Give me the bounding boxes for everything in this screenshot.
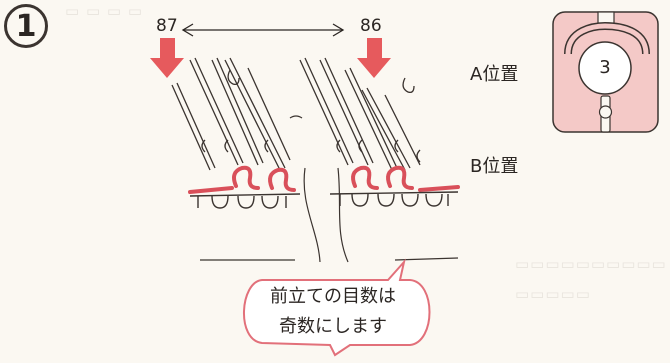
callout-line-2: 奇数にします <box>279 316 387 337</box>
position-a-label: A位置 <box>470 64 519 85</box>
position-b-label: B位置 <box>470 156 519 177</box>
needle-number-right: 86 <box>360 16 382 36</box>
step-number-badge: 1 <box>4 4 48 48</box>
yarn-loops <box>188 165 460 194</box>
bleed-text: ▭ ▭ ▭ ▭ <box>65 2 143 20</box>
right-down-arrow <box>357 38 391 78</box>
callout-bubble <box>243 258 431 357</box>
hanging-strands <box>303 167 349 263</box>
ground-lines <box>200 257 459 261</box>
needle-span-arrow <box>181 23 345 37</box>
dial-value: 3 <box>599 57 611 78</box>
bleed-text: ▭▭▭▭▭▭▭▭▭▭ <box>515 255 667 273</box>
needles-right-group <box>289 57 421 171</box>
bleed-text: ▭▭▭▭▭ <box>515 285 591 303</box>
left-down-arrow <box>150 38 184 78</box>
callout-text: 前立ての目数は 奇数にします <box>258 282 408 342</box>
needles-left-group <box>171 57 291 171</box>
needle-number-left: 87 <box>156 16 178 36</box>
callout-line-1: 前立ての目数は <box>270 286 396 307</box>
fabric-stitches <box>189 191 459 209</box>
carriage-dial-plate <box>552 11 659 133</box>
